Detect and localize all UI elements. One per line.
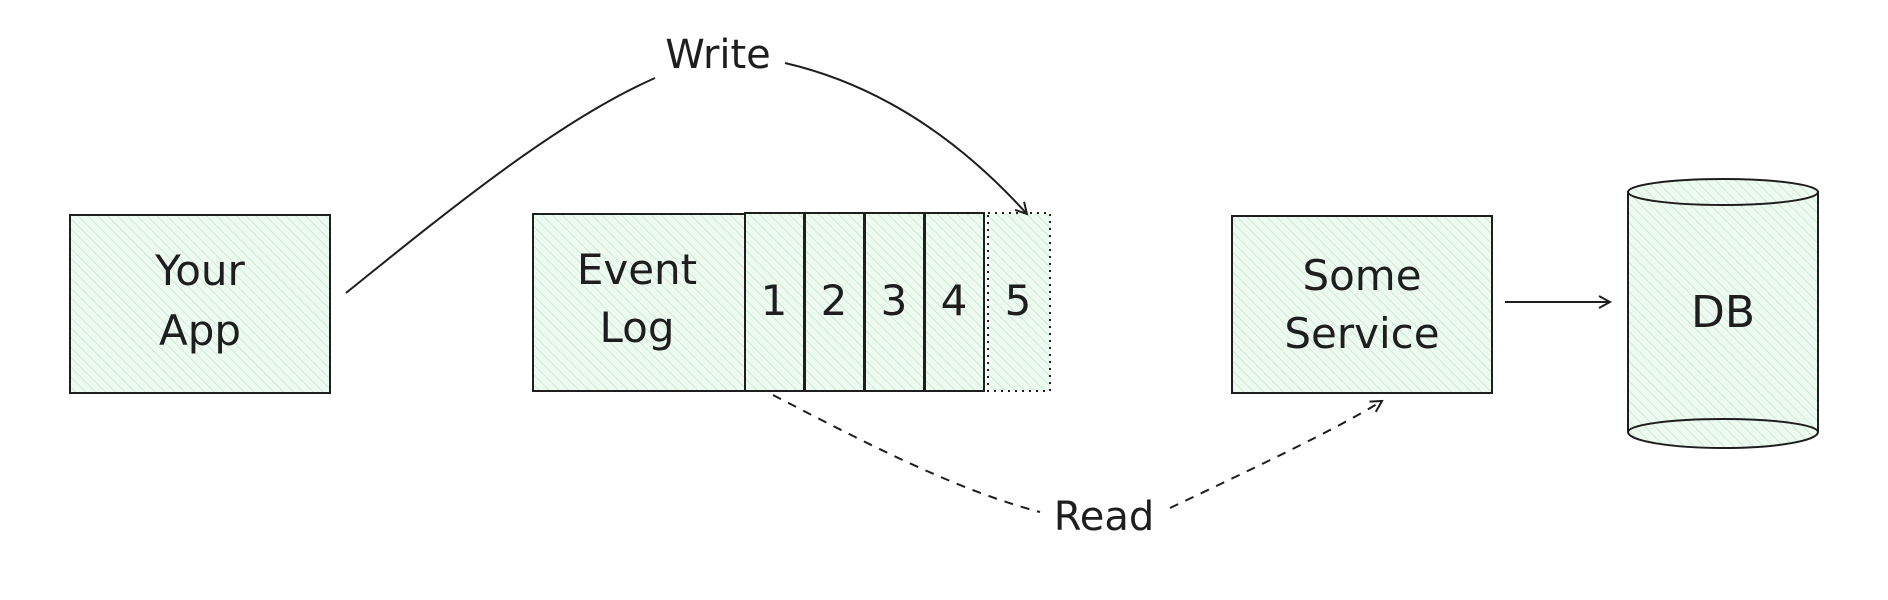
log-cell-2-label: 2 [821,276,848,325]
event-log-label-line2: Log [599,303,674,352]
log-cell-3-label: 3 [881,276,908,325]
read-arrow [772,395,1382,513]
your-app-label-line2: App [159,306,241,355]
log-cell-4-label: 4 [941,276,968,325]
log-cell-2: 2 [804,212,865,392]
some-service-label-line2: Service [1284,309,1439,358]
log-cell-5-label: 5 [1005,276,1032,325]
write-arrow [345,62,1027,294]
log-cell-1: 1 [744,212,805,392]
your-app-label-line1: Your [154,246,245,295]
read-label: Read [1054,494,1155,540]
read-edge: Read [772,395,1382,540]
log-cells: 1 2 3 4 5 [744,212,1051,392]
log-cell-4: 4 [924,212,985,392]
some-service-box: Some Service [1231,215,1493,394]
some-service-label-line1: Some [1302,251,1421,300]
log-cell-5-pending: 5 [987,212,1051,392]
event-log-label-line1: Event [577,245,697,294]
event-log-box: Event Log [532,213,746,392]
log-cell-1-label: 1 [761,276,788,325]
write-label: Write [665,32,771,78]
db-label: DB [1691,287,1755,338]
db-cylinder: DB [1627,178,1819,449]
log-cell-3: 3 [864,212,925,392]
write-edge: Write [345,32,1027,294]
your-app-box: Your App [69,214,331,394]
